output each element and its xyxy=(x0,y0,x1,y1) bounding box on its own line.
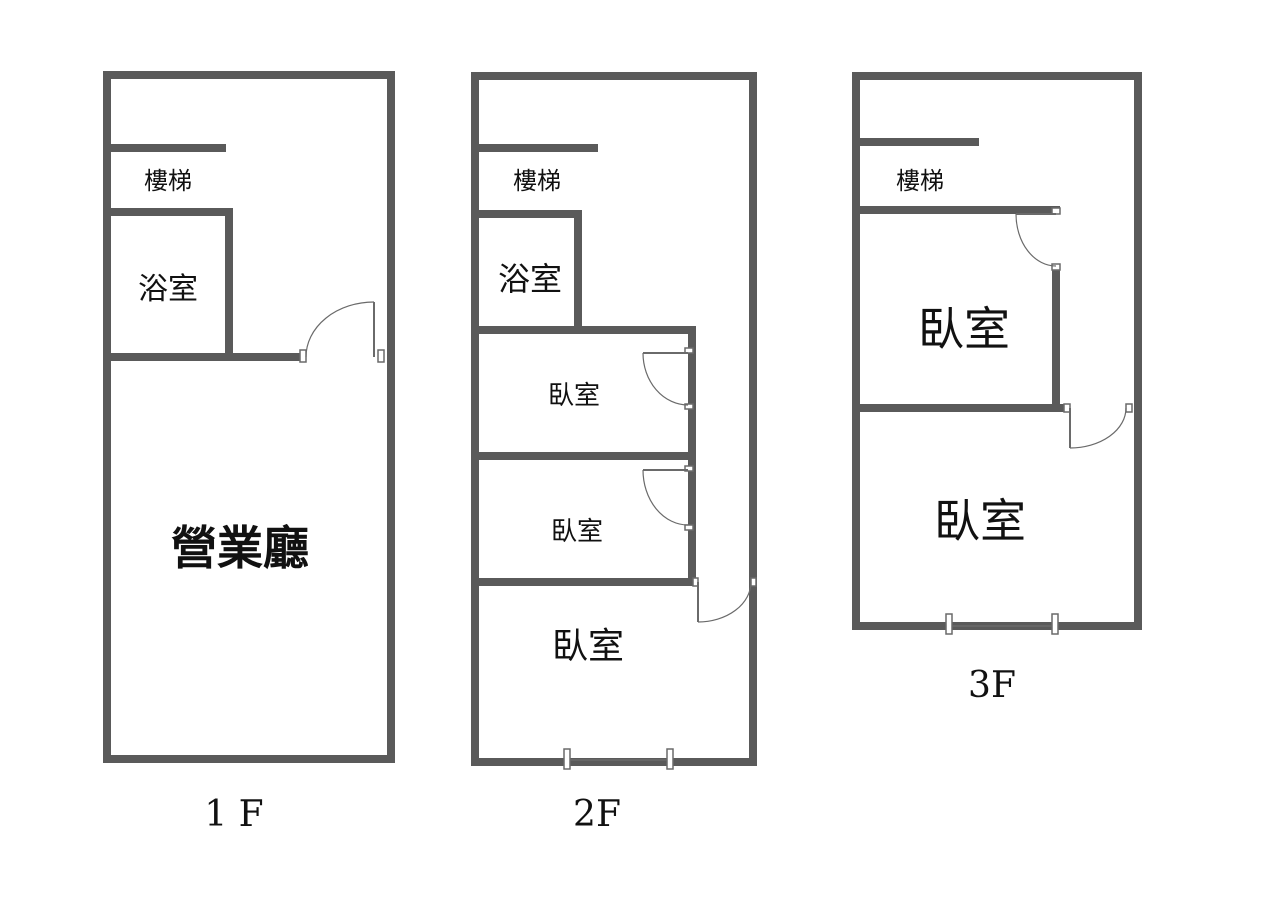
floor-1-stairs-label: 樓梯 xyxy=(144,167,192,195)
floor-3-bedroom-2-label: 臥室 xyxy=(934,494,1026,548)
floor-3-stairs-label: 樓梯 xyxy=(896,167,944,195)
floor-2-bath-wall xyxy=(471,210,582,334)
floor-3-door-2 xyxy=(1063,403,1133,449)
floor-3-door-1 xyxy=(1015,207,1061,271)
floor-2-bedroom-3-label: 臥室 xyxy=(552,626,624,667)
floor-1-outer-wall xyxy=(103,71,395,763)
floor-2-door-3 xyxy=(692,577,757,623)
floor-2-window xyxy=(563,748,674,770)
floor-1: 樓梯 浴室 營業廳 1 F xyxy=(103,71,395,835)
floor-2-outer-wall xyxy=(471,72,757,766)
floor-3: 樓梯 臥室 臥室 3F xyxy=(852,72,1142,706)
floor-1-bath-label: 浴室 xyxy=(138,272,198,307)
floor-2-bedroom-1-label: 臥室 xyxy=(548,381,600,411)
floor-1-hall-label: 營業廳 xyxy=(171,521,309,575)
floor-1-bath-wall xyxy=(103,208,233,361)
floor-2-bedroom-2-label: 臥室 xyxy=(551,517,603,547)
floor-2-walls xyxy=(471,72,757,766)
floor-2-door-2 xyxy=(642,465,694,531)
floor-3-label: 3F xyxy=(968,665,1016,706)
floor-3-bedroom-1-label: 臥室 xyxy=(918,302,1010,356)
floor-1-walls xyxy=(103,71,395,763)
floor-2: 樓梯 浴室 臥室 臥室 臥室 2F xyxy=(471,72,757,835)
floor-1-door xyxy=(299,301,385,363)
floor-2-stairs-label: 樓梯 xyxy=(513,167,561,195)
floor-3-window xyxy=(945,613,1059,635)
floor-2-bedroom-partition xyxy=(471,326,696,586)
floor-2-label: 2F xyxy=(573,794,621,835)
floor-1-label: 1 F xyxy=(204,794,263,835)
floor-2-bath-label: 浴室 xyxy=(498,260,562,298)
floor-2-door-1 xyxy=(642,347,694,410)
